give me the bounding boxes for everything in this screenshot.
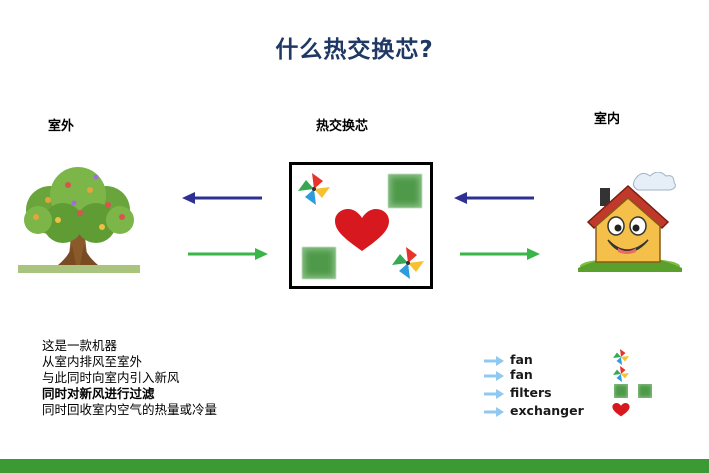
filter-square-icon <box>388 174 422 208</box>
filter-square-icon <box>614 384 628 398</box>
footer-bar <box>0 459 709 473</box>
arrow-right-icon <box>484 389 504 399</box>
exhaust-arrow-outdoor <box>182 192 262 204</box>
arrow-right-icon <box>484 407 504 417</box>
title-text: 什么热交换芯 <box>275 36 420 63</box>
legend-label: exchanger <box>510 403 584 418</box>
pinwheel-icon <box>392 247 424 279</box>
heat-exchange-core <box>289 162 433 289</box>
legend-item-exchanger: exchanger <box>484 403 664 421</box>
exhaust-arrow-indoor <box>454 192 534 204</box>
filter-square-icon <box>302 247 336 279</box>
arrow-right-icon <box>484 356 504 366</box>
page-title: 什么热交换芯? <box>0 30 709 64</box>
tree-icon <box>18 167 140 273</box>
legend-label: fan <box>510 367 533 382</box>
pinwheel-icon <box>613 366 629 382</box>
legend-item-filters: filters <box>484 384 664 403</box>
description-line: 同时对新风进行过滤 <box>42 386 155 401</box>
description-list: 这是一款机器 从室内排风至室外 与此同时向室内引入新风 同时对新风进行过滤 同时… <box>42 338 217 418</box>
description-line: 这是一款机器 <box>42 338 118 353</box>
fresh-air-arrow-outdoor <box>188 248 268 260</box>
description-line: 同时回收室内空气的热量或冷量 <box>42 402 218 417</box>
pinwheel-icon <box>613 349 629 365</box>
filter-square-icon <box>638 384 652 398</box>
title-question-mark: ? <box>419 37 434 63</box>
legend-label: fan <box>510 352 533 367</box>
arrow-right-icon <box>484 371 504 381</box>
outdoor-label: 室外 <box>48 119 75 134</box>
heart-icon <box>612 403 630 417</box>
legend-item-fan: fan <box>484 349 664 370</box>
house-icon <box>578 172 682 272</box>
core-label: 热交换芯 <box>316 119 369 134</box>
description-line: 从室内排风至室外 <box>42 354 143 369</box>
pinwheel-icon <box>298 173 330 205</box>
fresh-air-arrow-indoor <box>460 248 540 260</box>
legend-label: filters <box>510 385 552 400</box>
legend-item-fan: fan <box>484 366 664 385</box>
heart-icon <box>335 209 389 251</box>
description-line: 与此同时向室内引入新风 <box>42 370 180 385</box>
indoor-label: 室内 <box>594 112 621 127</box>
